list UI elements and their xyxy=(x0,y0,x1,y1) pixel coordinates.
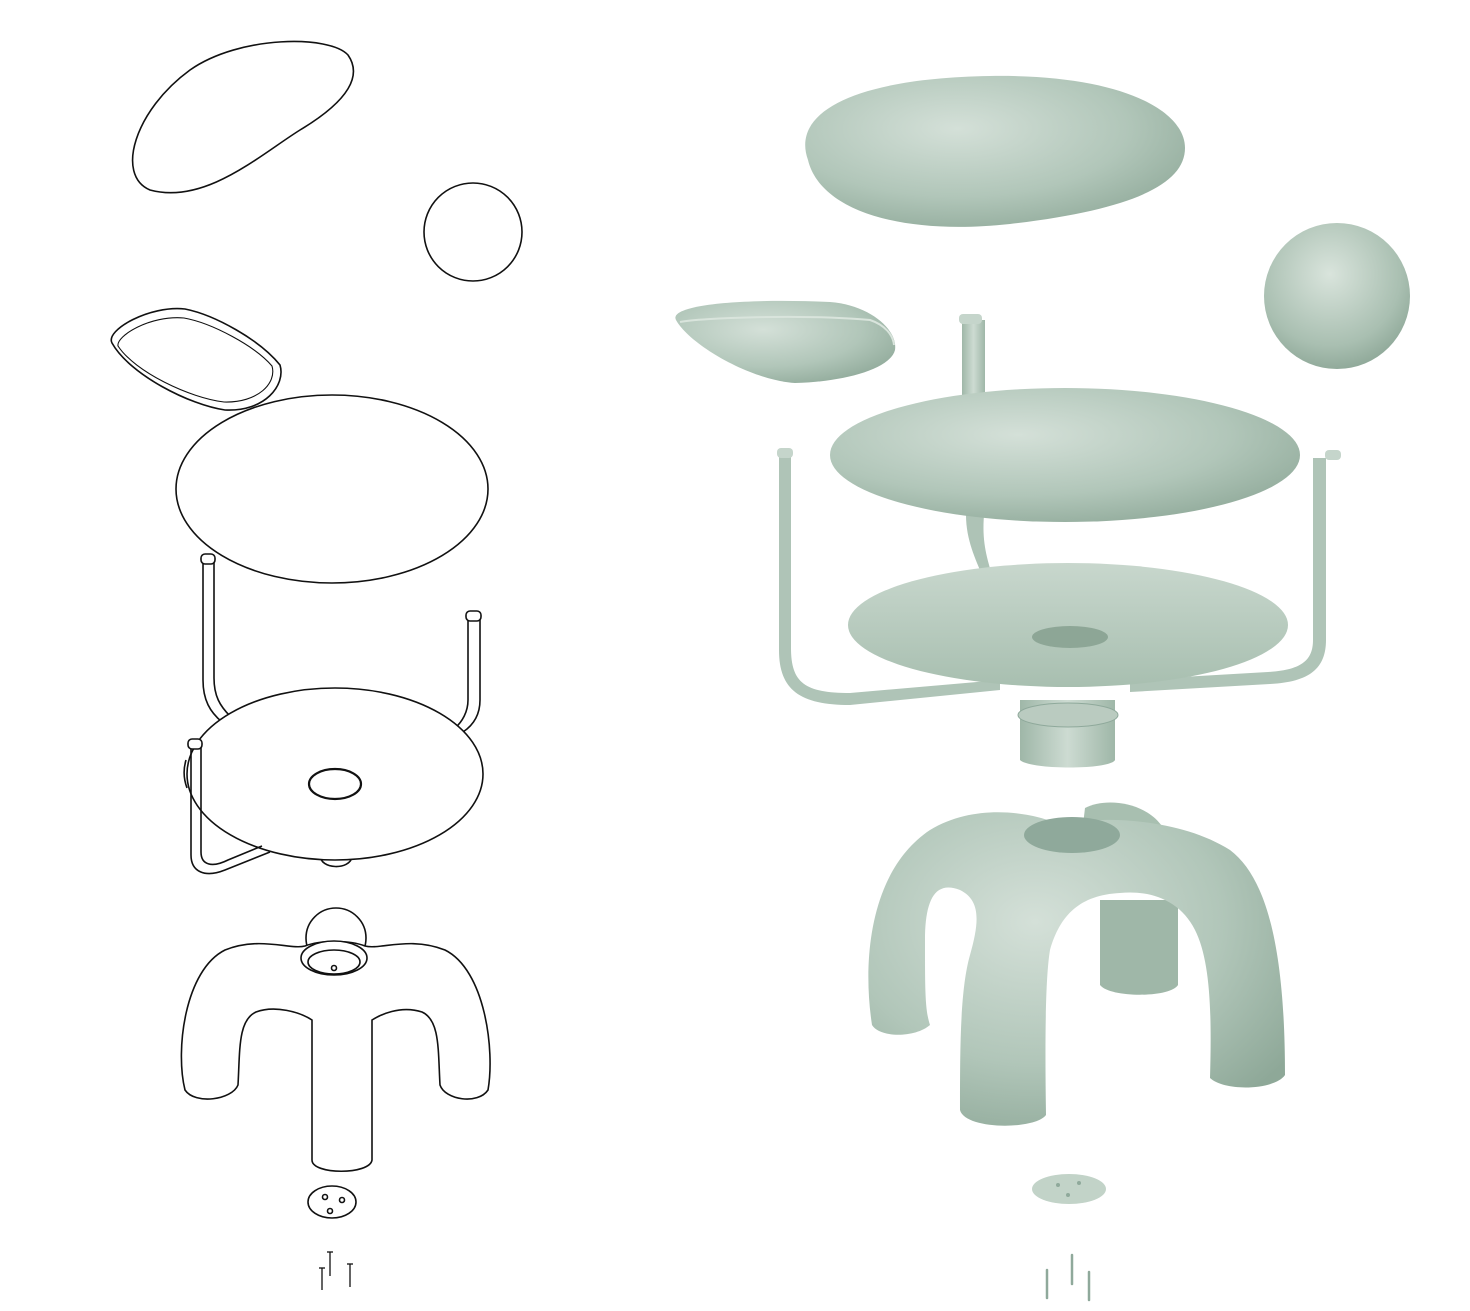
foot-disc-outline xyxy=(307,1185,357,1219)
screws-render xyxy=(1045,1253,1091,1302)
seat-cushion-outline xyxy=(175,394,489,584)
backrest-cushion-outline xyxy=(131,40,355,194)
ball-knob-outline xyxy=(423,182,523,282)
frame-back-tube-render xyxy=(959,314,992,575)
tripod-leg-base-render xyxy=(868,802,1285,1126)
line-drawing-view xyxy=(110,40,523,1290)
foot-disc-render xyxy=(1032,1174,1106,1204)
center-hole xyxy=(307,767,363,801)
ball-knob-render xyxy=(1264,223,1410,369)
rendered-model-view xyxy=(675,75,1410,1302)
backrest-cushion-render xyxy=(805,75,1185,227)
tripod-leg-base-outline xyxy=(180,907,491,1173)
seat-base-plate-outline xyxy=(186,687,484,868)
armrest-pad-outline xyxy=(110,307,282,411)
frame-side-tubes-render xyxy=(777,448,1341,705)
armrest-pad-render xyxy=(675,300,896,383)
seat-base-plate-render xyxy=(848,563,1288,768)
frame-front-outline xyxy=(183,738,271,875)
screws-outline xyxy=(319,1251,353,1290)
frame-outline xyxy=(200,553,482,733)
center-hole-render xyxy=(1032,626,1108,648)
seat-cushion-render xyxy=(830,388,1300,522)
